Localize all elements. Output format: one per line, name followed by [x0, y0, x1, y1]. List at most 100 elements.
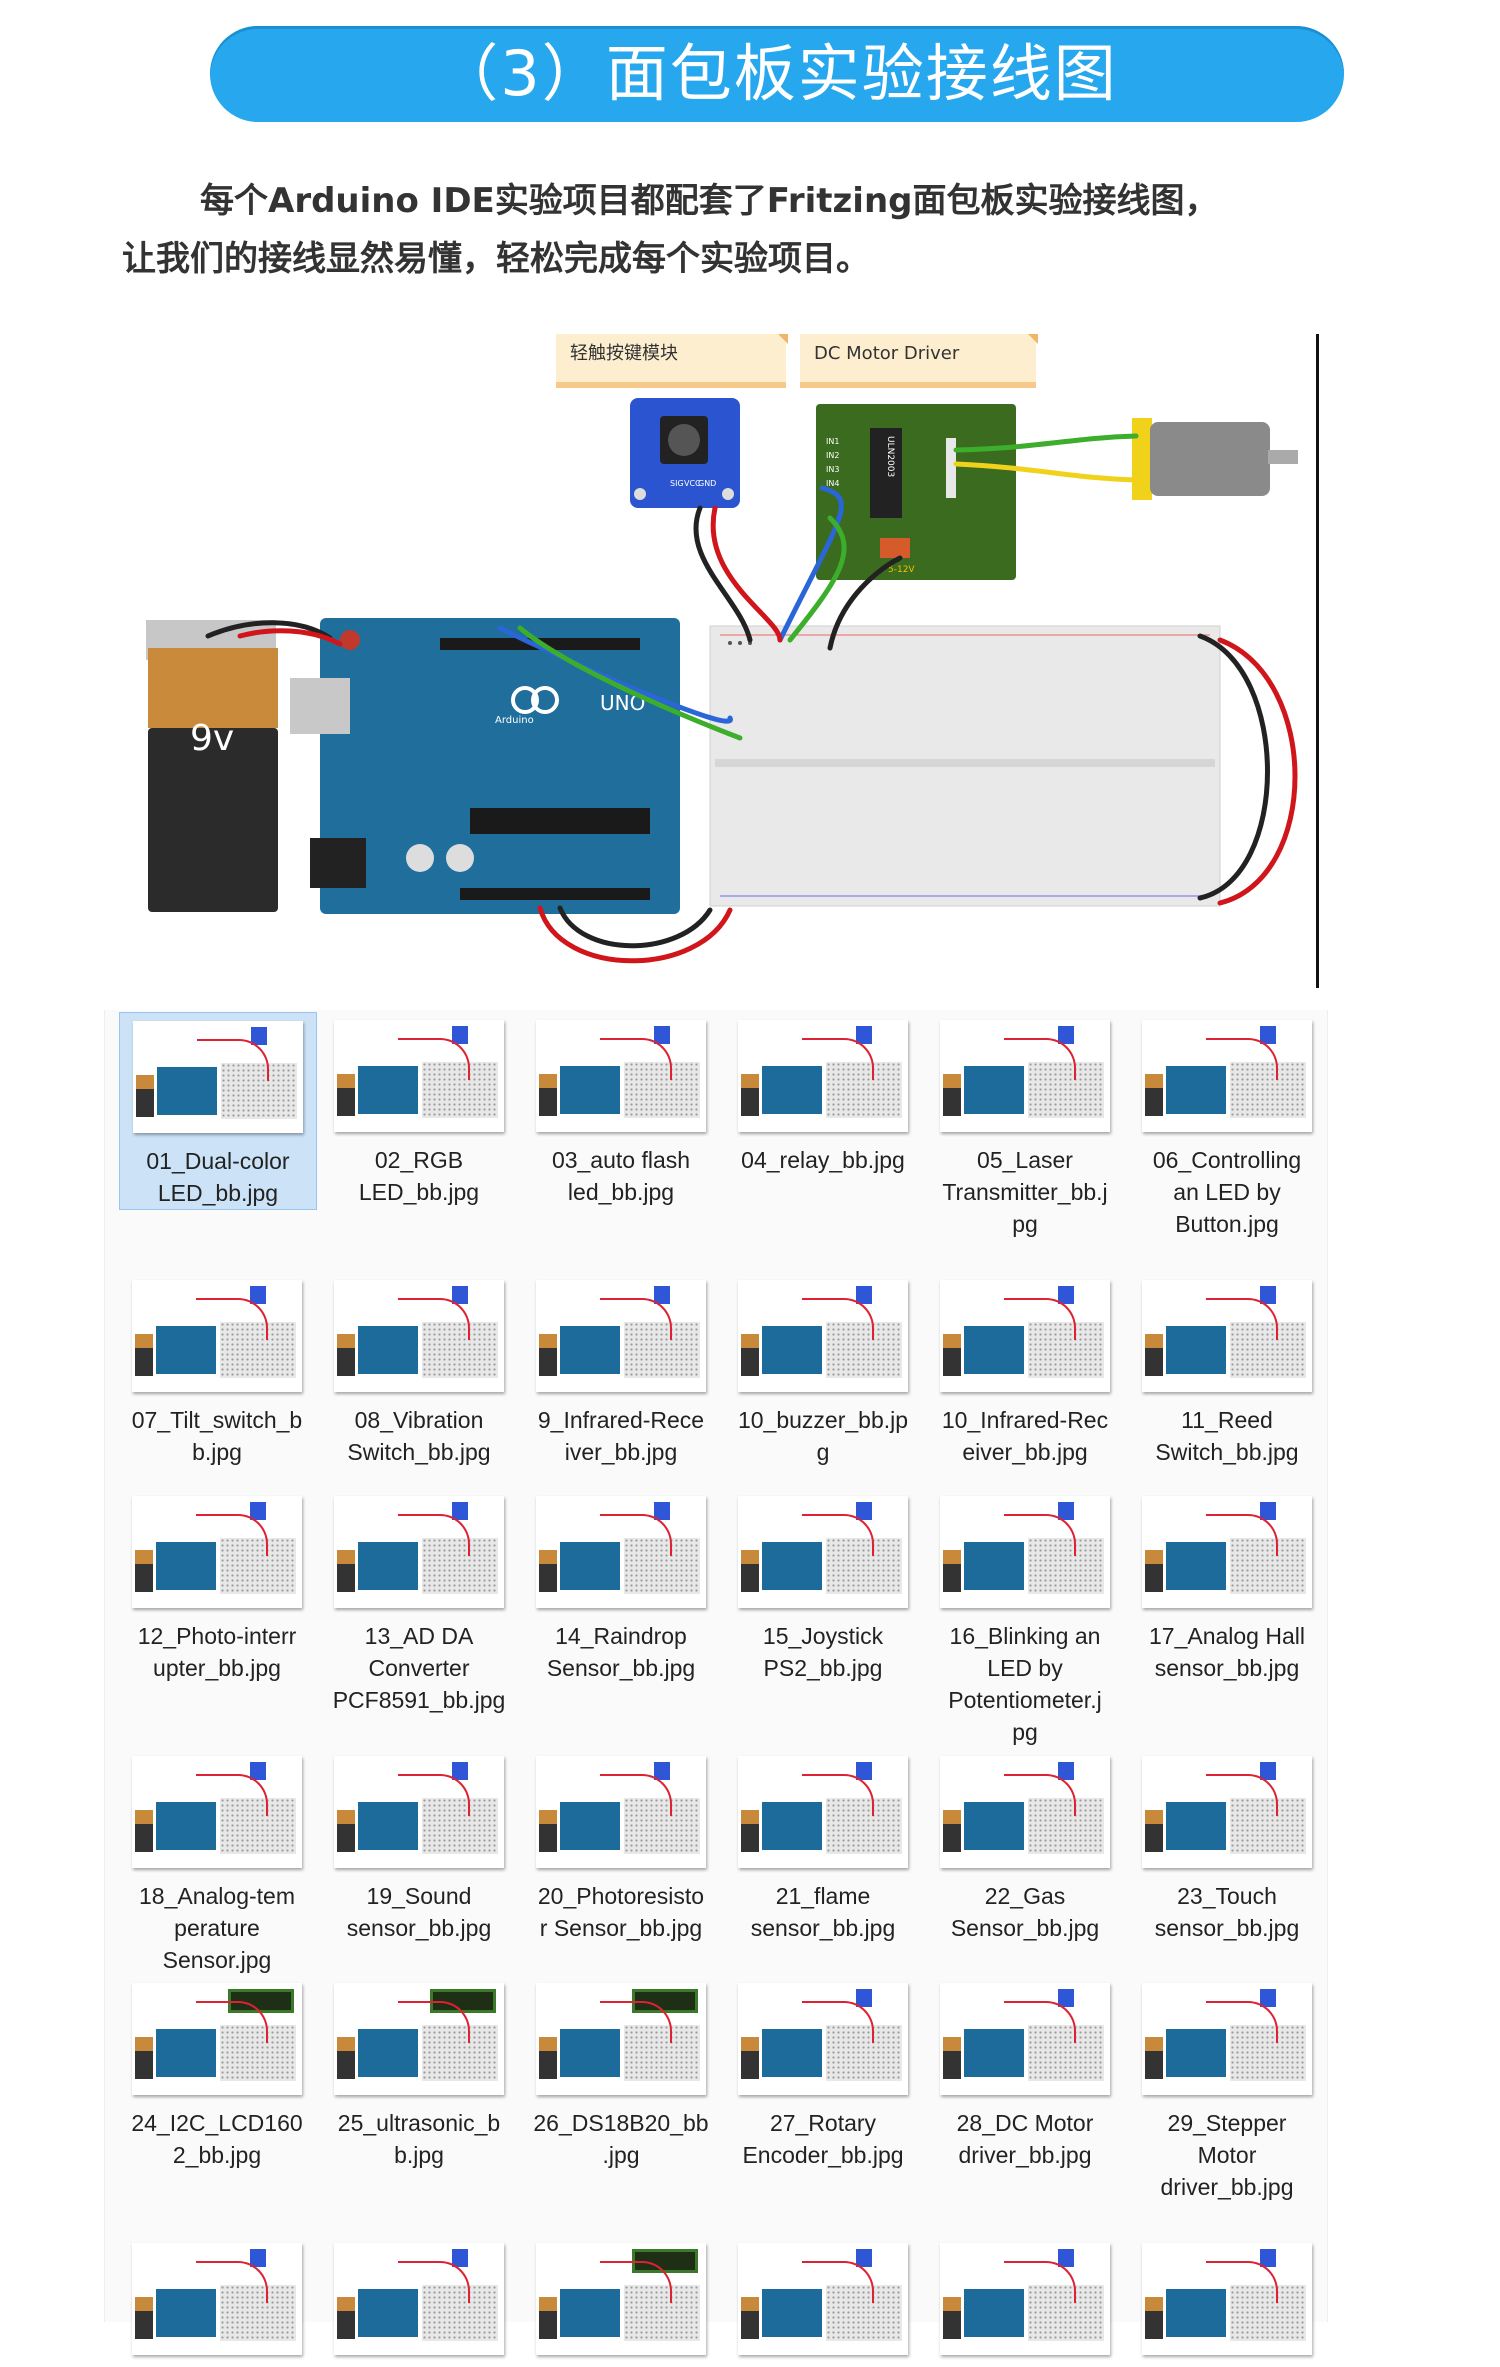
file-item[interactable]: 20_Photoresisto r Sensor_bb.jpg: [523, 1748, 719, 1944]
board-brand: Arduino: [495, 715, 534, 726]
file-name: 06_Controlling an LED by Button.jpg: [1152, 1147, 1302, 1237]
file-name: 07_Tilt_switch_b b.jpg: [131, 1407, 303, 1465]
pin-in3: IN3: [826, 465, 839, 474]
file-thumbnail: [940, 1496, 1110, 1608]
file-name: 12_Photo-interr upter_bb.jpg: [137, 1623, 297, 1681]
intro-line-2: 让我们的接线显然易懂，轻松完成每个实验项目。: [122, 239, 870, 279]
file-name: 22_Gas Sensor_bb.jpg: [950, 1883, 1100, 1941]
file-item[interactable]: 24_I2C_LCD160 2_bb.jpg: [119, 1975, 315, 2171]
file-thumbnail: [1142, 1983, 1312, 2095]
file-item[interactable]: 27_Rotary Encoder_bb.jpg: [725, 1975, 921, 2171]
file-item[interactable]: 16_Blinking an LED by Potentiometer.j pg: [927, 1488, 1123, 1748]
file-item[interactable]: [321, 2235, 517, 2367]
chip-label: ULN2003: [885, 436, 895, 477]
file-item[interactable]: 10_buzzer_bb.jp g: [725, 1272, 921, 1468]
file-item[interactable]: 07_Tilt_switch_b b.jpg: [119, 1272, 315, 1468]
file-item[interactable]: 28_DC Motor driver_bb.jpg: [927, 1975, 1123, 2171]
file-item[interactable]: 19_Sound sensor_bb.jpg: [321, 1748, 517, 1944]
file-name: 10_Infrared-Rec eiver_bb.jpg: [941, 1407, 1109, 1465]
file-item[interactable]: [1129, 2235, 1325, 2367]
module-pin-vcc: VCC: [684, 479, 701, 488]
file-name: 13_AD DA Converter PCF8591_bb.jpg: [332, 1623, 506, 1713]
file-item[interactable]: [119, 2235, 315, 2367]
file-item[interactable]: 29_Stepper Motor driver_bb.jpg: [1129, 1975, 1325, 2203]
file-name: 05_Laser Transmitter_bb.j pg: [942, 1147, 1108, 1237]
file-thumbnail: [738, 1496, 908, 1608]
file-item[interactable]: 21_flame sensor_bb.jpg: [725, 1748, 921, 1944]
intro-text: 每个Arduino IDE实验项目都配套了Fritzing面包板实验接线图， 让…: [122, 172, 1322, 288]
file-item[interactable]: [927, 2235, 1123, 2367]
file-thumbnail: [738, 1020, 908, 1132]
file-thumbnail: [738, 1983, 908, 2095]
file-item[interactable]: 12_Photo-interr upter_bb.jpg: [119, 1488, 315, 1684]
file-thumbnail: [536, 1496, 706, 1608]
file-item[interactable]: 04_relay_bb.jpg: [725, 1012, 921, 1176]
file-item[interactable]: 9_Infrared-Rece iver_bb.jpg: [523, 1272, 719, 1468]
wiring-diagram: 9v UNO Arduino SIG VCC GND ULN2003 IN1 I…: [146, 398, 1298, 964]
file-name: 16_Blinking an LED by Potentiometer.j pg: [948, 1623, 1102, 1745]
file-thumbnail: [334, 1983, 504, 2095]
file-name: 08_Vibration Switch_bb.jpg: [347, 1407, 491, 1465]
file-name: 21_flame sensor_bb.jpg: [750, 1883, 896, 1941]
file-thumbnail: [738, 1756, 908, 1868]
file-thumbnail: [132, 2243, 302, 2355]
module-pin-sig: SIG: [670, 479, 684, 488]
file-thumbnail: [536, 1280, 706, 1392]
file-name: 24_I2C_LCD160 2_bb.jpg: [131, 2110, 303, 2168]
battery-9v: 9v: [146, 620, 278, 912]
pin-in4: IN4: [826, 479, 839, 488]
file-item[interactable]: 05_Laser Transmitter_bb.j pg: [927, 1012, 1123, 1240]
file-name: 9_Infrared-Rece iver_bb.jpg: [537, 1407, 705, 1465]
file-thumbnail: [940, 2243, 1110, 2355]
arduino-uno-board: UNO Arduino: [290, 618, 680, 914]
file-name: 20_Photoresisto r Sensor_bb.jpg: [537, 1883, 705, 1941]
wires: [205, 433, 1298, 964]
intro-line-1: 每个Arduino IDE实验项目都配套了Fritzing面包板实验接线图，: [200, 181, 1219, 221]
file-name: 04_relay_bb.jpg: [741, 1147, 905, 1173]
file-item[interactable]: 02_RGB LED_bb.jpg: [321, 1012, 517, 1208]
file-item[interactable]: [725, 2235, 921, 2367]
file-item[interactable]: 11_Reed Switch_bb.jpg: [1129, 1272, 1325, 1468]
note-motor-driver: DC Motor Driver: [800, 334, 1038, 388]
file-name: 03_auto flash led_bb.jpg: [551, 1147, 691, 1205]
file-name: 29_Stepper Motor driver_bb.jpg: [1160, 2110, 1294, 2200]
file-thumbnail: [940, 1280, 1110, 1392]
file-thumbnail: [536, 1020, 706, 1132]
file-thumbnail: [132, 1983, 302, 2095]
file-thumbnail: [536, 2243, 706, 2355]
pin-in2: IN2: [826, 451, 839, 460]
file-item[interactable]: 15_Joystick PS2_bb.jpg: [725, 1488, 921, 1684]
file-thumbnail: [1142, 2243, 1312, 2355]
file-thumbnail: [536, 1983, 706, 2095]
file-thumbnail: [738, 2243, 908, 2355]
file-item[interactable]: 10_Infrared-Rec eiver_bb.jpg: [927, 1272, 1123, 1468]
dc-motor: [1132, 418, 1298, 500]
file-item[interactable]: 22_Gas Sensor_bb.jpg: [927, 1748, 1123, 1944]
file-thumbnail: [940, 1756, 1110, 1868]
file-name: 25_ultrasonic_b b.jpg: [337, 2110, 501, 2168]
file-thumbnail: [1142, 1020, 1312, 1132]
file-name: 18_Analog-tem perature Sensor.jpg: [139, 1883, 295, 1973]
file-item[interactable]: 26_DS18B20_bb .jpg: [523, 1975, 719, 2171]
file-item[interactable]: 17_Analog Hall sensor_bb.jpg: [1129, 1488, 1325, 1684]
file-thumbnail: [940, 1983, 1110, 2095]
file-item[interactable]: 08_Vibration Switch_bb.jpg: [321, 1272, 517, 1468]
file-item[interactable]: 01_Dual-color LED_bb.jpg: [119, 1012, 317, 1210]
file-item[interactable]: 18_Analog-tem perature Sensor.jpg: [119, 1748, 315, 1976]
file-name: 15_Joystick PS2_bb.jpg: [762, 1623, 884, 1681]
file-thumbnail: [132, 1280, 302, 1392]
file-item[interactable]: 13_AD DA Converter PCF8591_bb.jpg: [321, 1488, 517, 1716]
file-thumbnail: [133, 1021, 303, 1133]
file-item[interactable]: 25_ultrasonic_b b.jpg: [321, 1975, 517, 2171]
file-item[interactable]: 03_auto flash led_bb.jpg: [523, 1012, 719, 1208]
file-item[interactable]: 14_Raindrop Sensor_bb.jpg: [523, 1488, 719, 1684]
file-name: 19_Sound sensor_bb.jpg: [346, 1883, 492, 1941]
file-item[interactable]: 23_Touch sensor_bb.jpg: [1129, 1748, 1325, 1944]
file-item[interactable]: 06_Controlling an LED by Button.jpg: [1129, 1012, 1325, 1240]
file-item[interactable]: [523, 2235, 719, 2367]
file-thumbnail: [1142, 1756, 1312, 1868]
file-thumbnail: [334, 1756, 504, 1868]
battery-label: 9v: [190, 718, 234, 759]
file-thumbnail: [132, 1756, 302, 1868]
